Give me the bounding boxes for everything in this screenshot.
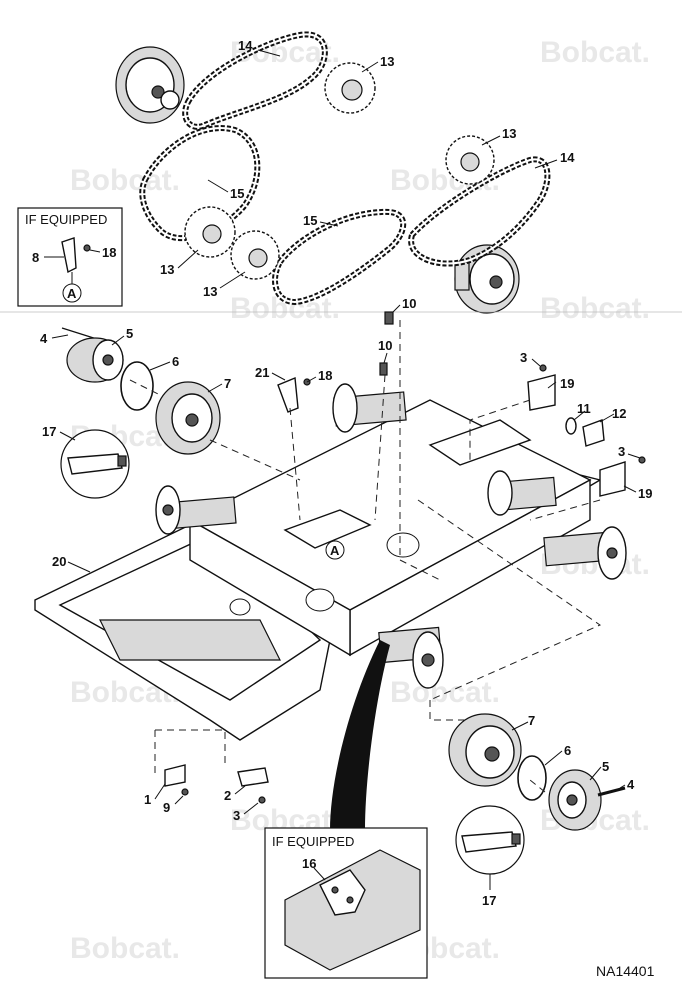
callout-4: 4 [40, 331, 48, 346]
callout-1: 1 [144, 792, 151, 807]
callout-5: 5 [602, 759, 609, 774]
callouts: 14 13 13 14 15 15 13 13 8 18 10 10 4 5 6… [32, 38, 652, 908]
drive-chain-group [115, 31, 551, 314]
grease-17-right [455, 805, 525, 875]
bracket-8 [61, 237, 77, 274]
if-equipped-box-top: IF EQUIPPED A [17, 207, 123, 307]
drive-motor-top-left [115, 46, 185, 124]
bolt-3-bottom [258, 796, 266, 804]
watermark: Bobcat. [540, 36, 650, 69]
cover-plate [428, 419, 532, 466]
sprocket-13-mid [230, 230, 280, 280]
callout-11: 11 [577, 401, 591, 416]
drawing-code: NA14401 [596, 963, 655, 979]
callout-13: 13 [160, 262, 174, 277]
callout-10: 10 [402, 296, 416, 311]
callout-3: 3 [520, 350, 527, 365]
callout-3: 3 [618, 444, 625, 459]
callout-13: 13 [380, 54, 394, 69]
undercarriage-frame: A [34, 383, 627, 741]
circle-ref-a [62, 283, 82, 303]
small-parts [164, 311, 646, 804]
callout-12: 12 [612, 406, 626, 421]
drive-motor-right [454, 244, 520, 314]
o-ring-6-right [517, 755, 547, 801]
ref-label-a: A [67, 286, 77, 301]
bracket-1 [164, 764, 186, 787]
motor-5-left [66, 337, 124, 383]
bolt-10-mid [379, 362, 388, 376]
bracket-2 [237, 767, 269, 787]
plate-16 [319, 869, 366, 916]
if-equipped-box-bottom: IF EQUIPPED [264, 827, 428, 979]
callout-18: 18 [318, 368, 332, 383]
axle-tube-rear-left [332, 383, 407, 433]
if-equipped-title-bottom: IF EQUIPPED [272, 834, 354, 849]
watermark: Bobcat. [390, 676, 500, 709]
drive-chain-15-right [272, 208, 407, 306]
callout-6: 6 [172, 354, 179, 369]
circle-ref-a-frame [325, 540, 345, 560]
callout-17: 17 [482, 893, 496, 908]
watermark: Bobcat. [70, 932, 180, 965]
assembly-lines [129, 320, 602, 793]
callout-21: 21 [255, 365, 269, 380]
cover-12 [582, 419, 605, 447]
sprocket-13-top [324, 62, 376, 114]
callout-14: 14 [560, 150, 575, 165]
callout-4: 4 [627, 777, 635, 792]
sprocket-13-right [445, 135, 495, 185]
callout-6: 6 [564, 743, 571, 758]
callout-2: 2 [224, 788, 231, 803]
ref-label-a-frame: A [330, 543, 340, 558]
motor-5-right [548, 769, 602, 831]
callout-7: 7 [528, 713, 535, 728]
callout-15: 15 [303, 213, 317, 228]
callout-13: 13 [203, 284, 217, 299]
callout-13: 13 [502, 126, 516, 141]
cap-11 [565, 417, 577, 435]
axle-tube-front-right [543, 526, 627, 580]
bracket-21 [277, 376, 299, 413]
bolt-4-right [597, 786, 626, 797]
detail-pointer [330, 640, 390, 830]
grease-17-left [60, 429, 130, 499]
motor-assembly-left [60, 327, 221, 499]
bolt-10-top [384, 311, 394, 325]
hub-7-right [448, 713, 522, 787]
callout-16: 16 [302, 856, 316, 871]
cover-19-top [527, 374, 556, 411]
watermark: Bobcat. [70, 164, 180, 197]
callout-15: 15 [230, 186, 244, 201]
callout-17: 17 [42, 424, 56, 439]
callout-18: 18 [102, 245, 116, 260]
callout-14: 14 [238, 38, 253, 53]
axle-tube-mid [487, 470, 557, 516]
callout-10: 10 [378, 338, 392, 353]
callout-9: 9 [163, 800, 170, 815]
callout-8: 8 [32, 250, 39, 265]
callout-7: 7 [224, 376, 231, 391]
callout-20: 20 [52, 554, 66, 569]
callout-19: 19 [638, 486, 652, 501]
cover-19-bottom [599, 461, 626, 497]
hub-7-left [155, 381, 221, 455]
o-ring-6-left [120, 361, 154, 411]
callout-5: 5 [126, 326, 133, 341]
bolt-18 [83, 244, 91, 252]
callout-19: 19 [560, 376, 574, 391]
bolt-9 [181, 788, 189, 796]
motor-assembly-right [448, 713, 626, 875]
axle-tube-rear-right [378, 626, 444, 689]
leader-lines [44, 49, 641, 890]
watermark: Bobcat. [540, 292, 650, 325]
axle-tube-front-left [155, 485, 237, 535]
sprocket-13-left [184, 206, 236, 258]
if-equipped-title: IF EQUIPPED [25, 212, 107, 227]
callout-3: 3 [233, 808, 240, 823]
